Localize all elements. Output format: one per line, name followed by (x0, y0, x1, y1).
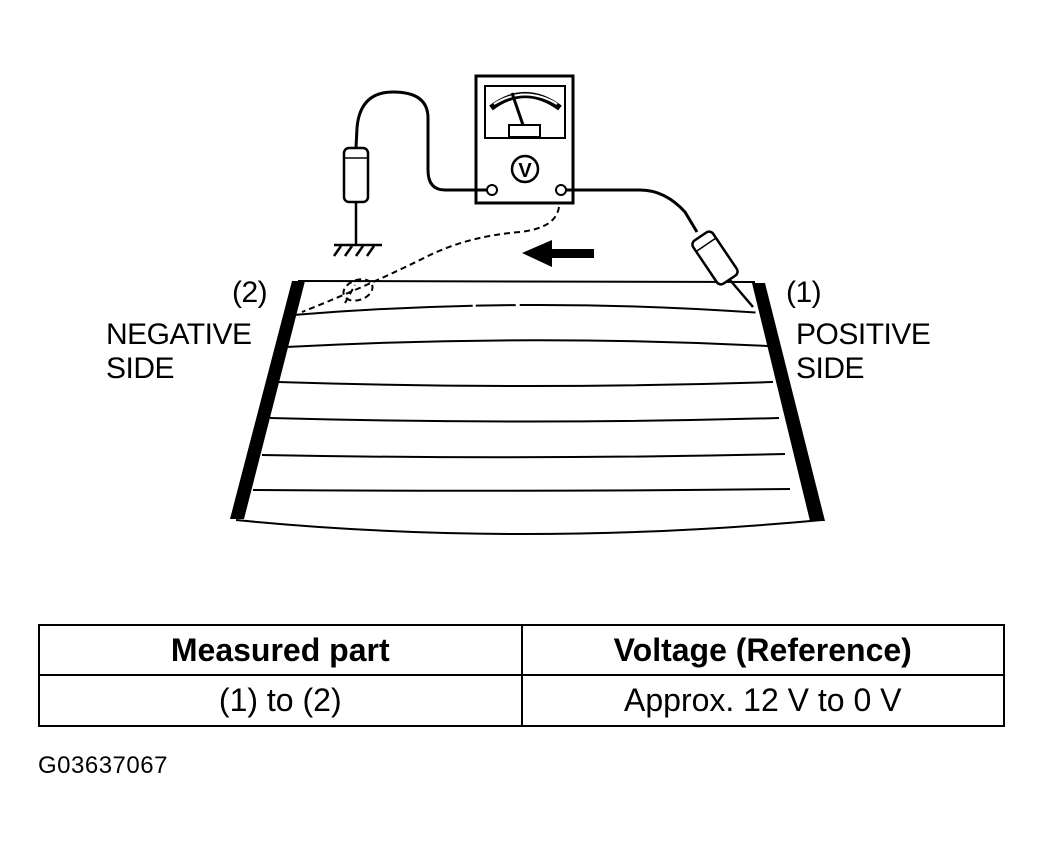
direction-arrow-icon (522, 240, 594, 267)
grid-line (261, 453, 786, 459)
meter-needle (510, 92, 526, 129)
negative-terminal (486, 184, 498, 196)
point-2-label: (2) (232, 276, 268, 309)
negative-label-line2: SIDE (106, 352, 175, 385)
voltage-spec-table: Measured part Voltage (Reference) (1) to… (38, 624, 1005, 727)
cell-voltage: Approx. 12 V to 0 V (520, 674, 1005, 727)
grid-line (292, 303, 763, 316)
probe-icon (691, 230, 739, 286)
grid-line (252, 488, 791, 492)
positive-side-label: POSITIVE SIDE (796, 318, 931, 386)
positive-label-line2: SIDE (796, 352, 865, 385)
defogger-grid-lines (252, 303, 791, 492)
grid-line (277, 381, 774, 387)
probe-tip-outline (342, 278, 374, 302)
rear-defogger-voltage-diagram: V (230, 74, 825, 535)
table-row: (1) to (2) Approx. 12 V to 0 V (38, 674, 1005, 727)
grid-line (285, 339, 769, 348)
rear-window-glass (235, 280, 823, 535)
header-voltage: Voltage (Reference) (520, 624, 1005, 676)
negative-lead (332, 90, 487, 257)
meter-symbol: V (518, 160, 532, 182)
grid-line (269, 417, 780, 423)
table-header-row: Measured part Voltage (Reference) (38, 624, 1005, 676)
glass-top-edge (297, 280, 756, 283)
ground-symbol-icon (332, 243, 382, 257)
voltmeter-icon: V (474, 74, 575, 205)
positive-bus-bar (752, 283, 825, 521)
negative-side-label: NEGATIVE SIDE (106, 318, 252, 386)
negative-label-line1: NEGATIVE (106, 318, 252, 351)
negative-bus-bar (230, 281, 305, 519)
moving-probe-path (301, 206, 560, 313)
cell-measured-part: (1) to (2) (38, 674, 523, 727)
positive-label-line1: POSITIVE (796, 318, 931, 351)
positive-lead (566, 188, 754, 308)
positive-terminal (555, 184, 567, 196)
figure-id: G03637067 (38, 752, 168, 779)
header-measured-part: Measured part (38, 624, 523, 676)
glass-bottom-edge (235, 519, 823, 535)
point-1-label: (1) (786, 276, 822, 309)
meter-pivot (508, 124, 541, 138)
probe-icon (342, 146, 370, 204)
